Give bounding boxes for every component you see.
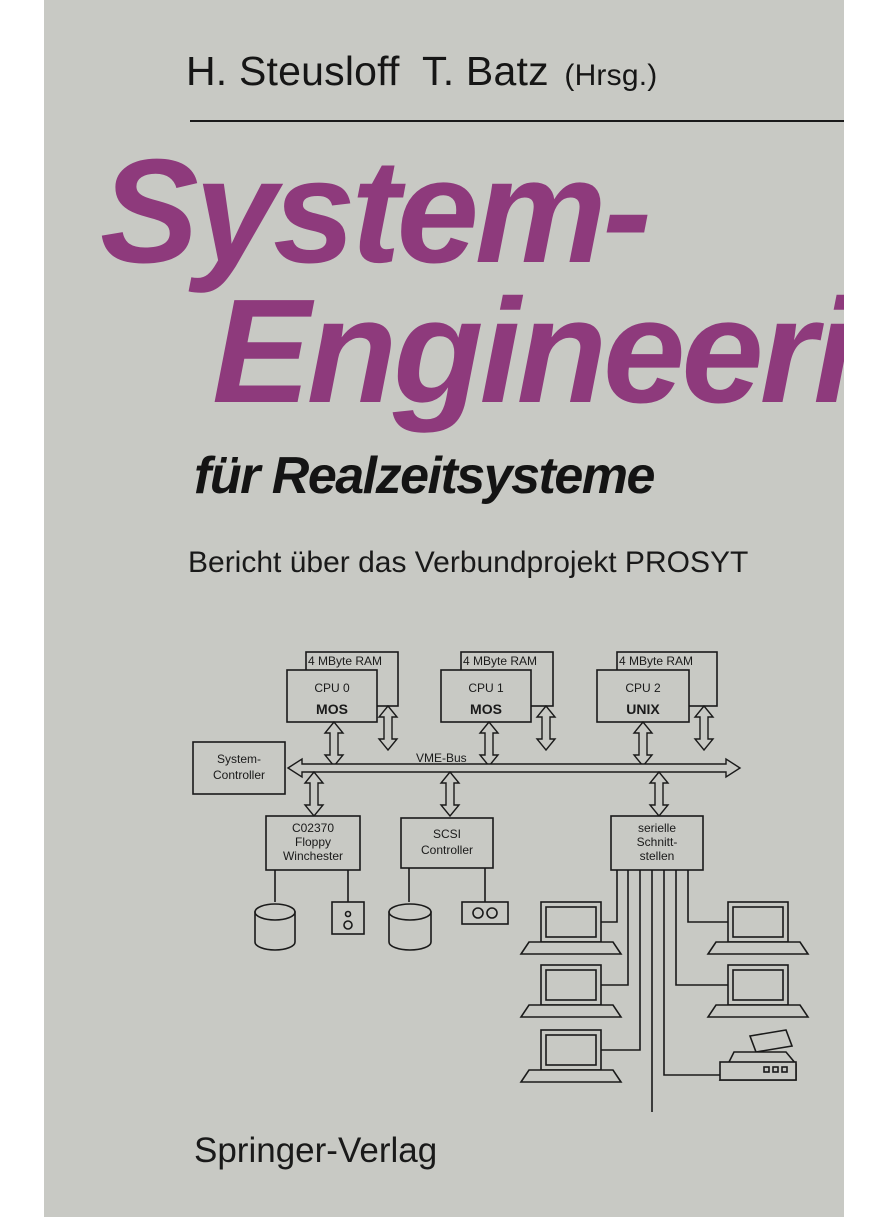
floppy-controller-line-1: C02370 xyxy=(292,821,334,835)
cpu-name-1: CPU 1 xyxy=(468,681,504,695)
scsi-controller-line-2: Controller xyxy=(421,843,473,857)
system-controller-line-2: Controller xyxy=(213,768,265,782)
floppy-controller-line-2: Floppy xyxy=(295,835,331,849)
scsi-controller-line-1: SCSI xyxy=(433,827,461,841)
terminal-icon-1 xyxy=(520,901,622,955)
serial-line-3: stellen xyxy=(640,849,675,863)
bus-arrow-cpu-0 xyxy=(324,721,344,767)
bus-arrow-ram-0 xyxy=(378,705,398,751)
bus-arrow-ram-2 xyxy=(694,705,714,751)
bus-arrow-serial xyxy=(649,771,669,817)
title-line-1: System- xyxy=(100,129,652,294)
subtitle: für Realzeitsysteme xyxy=(194,447,655,505)
system-controller-line-1: System- xyxy=(217,752,261,766)
cpu-box-0 xyxy=(286,669,378,723)
publisher: Springer-Verlag xyxy=(194,1131,438,1170)
cpu-name-0: CPU 0 xyxy=(314,681,350,695)
bus-arrow-floppy xyxy=(304,771,324,817)
cpu-group-2: 4 MByte RAM CPU 2 UNIX xyxy=(596,651,718,767)
authors-line: H. Steusloff T. Batz (Hrsg.) xyxy=(186,48,657,95)
cpu-group-0: 4 MByte RAM CPU 0 MOS xyxy=(286,651,399,767)
cpu-group-1: 4 MByte RAM CPU 1 MOS xyxy=(440,651,556,767)
ram-label-0: 4 MByte RAM xyxy=(308,654,382,668)
floppy-controller: C02370 Floppy Winchester xyxy=(254,815,365,951)
cpu-name-2: CPU 2 xyxy=(625,681,661,695)
header-rule xyxy=(190,120,844,122)
bus-arrow-cpu-1 xyxy=(479,721,499,767)
bus-label: VME-Bus xyxy=(416,751,467,765)
editors-note: (Hrsg.) xyxy=(564,59,658,92)
book-cover: H. Steusloff T. Batz (Hrsg.) System- Eng… xyxy=(44,0,844,1217)
bus-arrow-cpu-2 xyxy=(633,721,653,767)
serial-line-2: Schnitt- xyxy=(637,835,678,849)
serial-interfaces: serielle Schnitt- stellen xyxy=(600,815,728,1112)
disk-drive-icon xyxy=(254,903,296,951)
ram-label-2: 4 MByte RAM xyxy=(619,654,693,668)
terminal-icon-4 xyxy=(707,901,809,955)
bus-arrow-scsi xyxy=(440,771,460,817)
floppy-controller-line-3: Winchester xyxy=(283,849,343,863)
cpu-box-1 xyxy=(440,669,532,723)
vme-bus: VME-Bus xyxy=(286,751,742,779)
bus-arrow-ram-1 xyxy=(536,705,556,751)
report-line: Bericht über das Verbundprojekt PROSYT xyxy=(188,546,749,579)
scsi-controller: SCSI Controller xyxy=(388,817,509,951)
ram-label-1: 4 MByte RAM xyxy=(463,654,537,668)
author-batz: T. Batz xyxy=(422,48,549,94)
system-diagram: 4 MByte RAM CPU 0 MOS 4 MByte RAM CPU 1 … xyxy=(192,651,809,1112)
title-line-2: Engineering xyxy=(212,269,844,434)
scsi-disk-icon xyxy=(388,903,432,951)
cpu-os-0: MOS xyxy=(316,701,348,717)
cpu-os-2: UNIX xyxy=(626,701,660,717)
tape-drive-icon xyxy=(461,901,509,925)
cpu-os-1: MOS xyxy=(470,701,502,717)
printer-icon xyxy=(718,1029,797,1081)
terminal-icon-5 xyxy=(707,964,809,1018)
cpu-box-2 xyxy=(596,669,690,723)
author-steusloff: H. Steusloff xyxy=(186,48,400,94)
terminal-icon-2 xyxy=(520,964,622,1018)
terminal-icon-3 xyxy=(520,1029,622,1083)
floppy-drive-icon xyxy=(331,901,365,935)
serial-line-1: serielle xyxy=(638,821,676,835)
system-controller: System- Controller xyxy=(192,741,286,795)
